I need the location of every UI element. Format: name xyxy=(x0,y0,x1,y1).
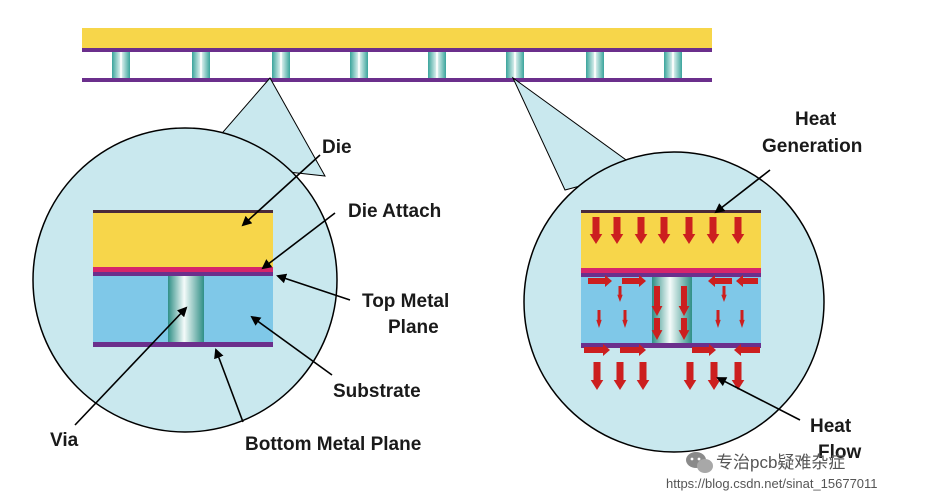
right-die-top-line xyxy=(581,210,761,213)
heat-exit-arrow-6 xyxy=(731,362,745,390)
overview-via-highlight-3 xyxy=(280,52,282,78)
leader-via xyxy=(74,306,188,426)
right-die-block xyxy=(581,212,761,268)
leader-heat-flow xyxy=(716,377,801,421)
heat-gen-arrow-4 xyxy=(657,217,671,244)
right-top-metal-layer xyxy=(581,273,761,277)
label-substrate: Substrate xyxy=(333,381,421,402)
right-die-attach-layer xyxy=(581,268,761,273)
bottom-spread-arrow-1 xyxy=(584,344,610,356)
overview-via-highlight-1 xyxy=(120,52,122,78)
right-magnified-view xyxy=(523,151,825,453)
heat-gen-arrow-3 xyxy=(634,217,648,244)
spread-arrow-1 xyxy=(588,275,612,287)
leader-heat-generation xyxy=(714,169,771,214)
label-heat-generation-line1: Heat xyxy=(795,109,837,130)
label-die: Die xyxy=(322,137,352,158)
heat-exit-arrow-4 xyxy=(683,362,697,390)
label-heat-flow-line1: Heat xyxy=(810,416,852,437)
via-flow-arrow-2 xyxy=(678,286,690,316)
die-top-line xyxy=(93,210,273,213)
right-bottom-metal-layer xyxy=(581,343,761,348)
label-heat-flow-line2: Flow xyxy=(818,442,861,463)
label-via: Via xyxy=(50,430,79,451)
overview-bottom-metal xyxy=(82,78,712,82)
heat-gen-arrow-7 xyxy=(731,217,745,244)
substrate-flow-arrow-6 xyxy=(721,286,727,302)
overview-top-metal xyxy=(82,48,712,52)
watermark-url: https://blog.csdn.net/sinat_15677011 xyxy=(666,476,878,491)
leader-die xyxy=(241,154,321,227)
overview-vias xyxy=(112,52,682,78)
overview-via-highlight-6 xyxy=(514,52,516,78)
leader-top-metal xyxy=(276,273,351,301)
heat-gen-arrow-6 xyxy=(706,217,720,244)
leader-die-attach xyxy=(261,212,336,270)
overview-via-highlight-4 xyxy=(358,52,360,78)
overview-via-highlight-2 xyxy=(200,52,202,78)
spread-arrow-4 xyxy=(736,275,758,287)
heat-gen-arrow-1 xyxy=(589,217,603,244)
top-metal-layer xyxy=(93,272,273,276)
overview-die xyxy=(82,28,712,48)
leader-substrate xyxy=(250,315,333,376)
overview-board xyxy=(82,28,712,82)
substrate-flow-arrow-5 xyxy=(617,286,623,302)
substrate-flow-arrow-2 xyxy=(622,310,628,328)
left-magnified-view xyxy=(32,127,338,433)
bottom-spread-arrow-4 xyxy=(734,344,760,356)
substrate-flow-arrow-1 xyxy=(596,310,602,328)
heat-exit-arrow-3 xyxy=(636,362,650,390)
overview-via-highlight-8 xyxy=(672,52,674,78)
watermark: 专治pcb疑难杂症 https://blog.csdn.net/sinat_15… xyxy=(666,452,878,491)
leader-bottom-metal xyxy=(214,348,244,423)
bottom-metal-layer xyxy=(93,342,273,347)
heat-exit-arrow-2 xyxy=(613,362,627,390)
die-attach-layer xyxy=(93,267,273,272)
substrate-flow-arrow-4 xyxy=(739,310,745,328)
leader-lines xyxy=(74,154,801,426)
bottom-spread-arrow-3 xyxy=(692,344,716,356)
spread-arrow-2 xyxy=(622,275,646,287)
substrate-flow-arrow-3 xyxy=(715,310,721,328)
label-top-metal-line1: Top Metal xyxy=(362,291,449,312)
via-flow-arrow-1 xyxy=(651,286,663,316)
label-die-attach: Die Attach xyxy=(348,201,441,222)
wechat-icon xyxy=(686,452,713,473)
overview-via-highlight-5 xyxy=(436,52,438,78)
label-bottom-metal: Bottom Metal Plane xyxy=(245,434,421,455)
via-flow-arrow-3 xyxy=(651,318,663,340)
heat-arrows xyxy=(584,217,760,390)
overview-via-highlight-7 xyxy=(594,52,596,78)
heat-gen-arrow-2 xyxy=(610,217,624,244)
spread-arrow-3 xyxy=(708,275,732,287)
label-top-metal-line2: Plane xyxy=(388,317,439,338)
bottom-spread-arrow-2 xyxy=(620,344,646,356)
die-block xyxy=(93,212,273,267)
via-flow-arrow-4 xyxy=(678,318,690,340)
label-heat-generation-line2: Generation xyxy=(762,136,862,157)
heat-gen-arrow-5 xyxy=(682,217,696,244)
heat-exit-arrow-1 xyxy=(590,362,604,390)
watermark-channel: 专治pcb疑难杂症 xyxy=(716,453,845,472)
